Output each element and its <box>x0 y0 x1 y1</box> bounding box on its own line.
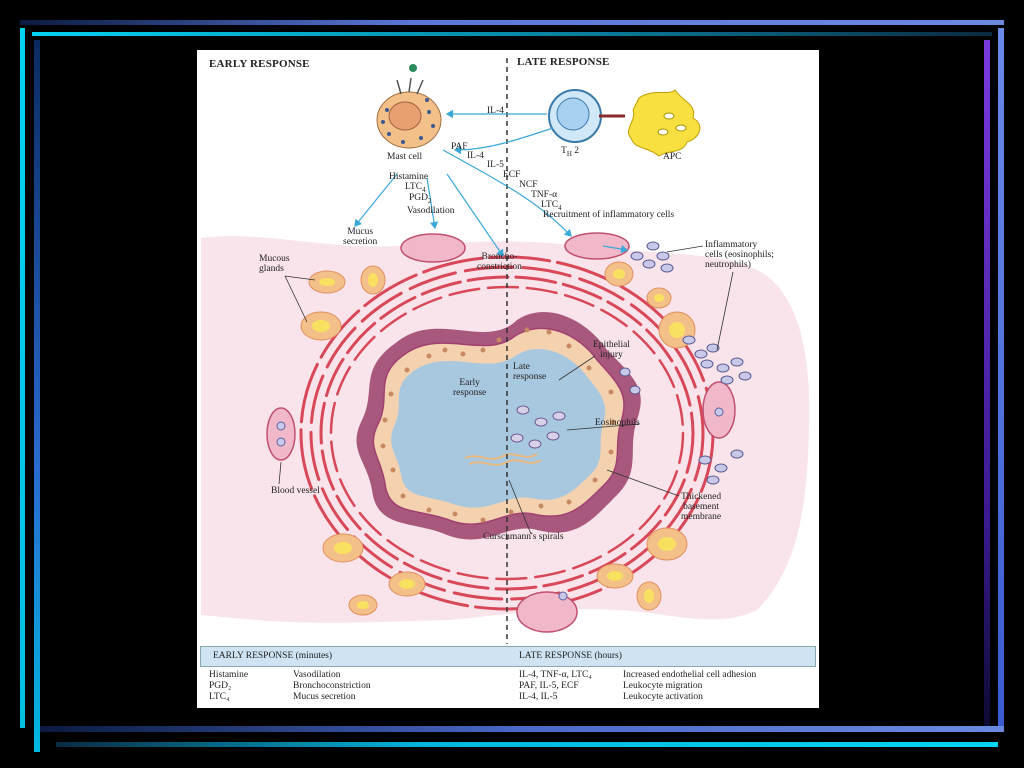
ecf-label: ECF <box>503 170 521 180</box>
vasodilation-label: Vasodilation <box>407 206 455 216</box>
table-late-mediator: IL-4, IL-5 <box>519 692 558 702</box>
frame-bottom-cyan <box>56 742 998 747</box>
diagram-artwork <box>201 58 810 644</box>
il4-label: IL-4 <box>467 151 484 161</box>
table-early-mediator: Histamine <box>209 670 249 680</box>
recruitment-label: Recruitment of inflammatory cells <box>543 210 675 220</box>
late-response-header: LATE RESPONSE <box>517 56 610 68</box>
frame-top-cyan <box>32 32 992 36</box>
airway-lumen <box>391 349 606 508</box>
table-early-effect: Bronchoconstriction <box>293 681 371 691</box>
mast-cell <box>376 64 442 149</box>
table-early-mediator: PGD₂ <box>209 681 232 691</box>
inflammatory-cells <box>619 241 752 485</box>
mast-cell-label: Mast cell <box>387 152 423 162</box>
frame-left-blue <box>34 40 40 752</box>
th2-label: TH 2 <box>561 146 579 158</box>
table-late-effect: Increased endothelial cell adhesion <box>623 670 757 680</box>
apc-label: APC <box>663 152 682 162</box>
paf-label: PAF <box>451 142 468 152</box>
early-response-header: EARLY RESPONSE <box>209 58 310 70</box>
frame-right-purple <box>984 40 990 730</box>
ltc4-label: LTC4 <box>405 182 426 194</box>
ltc4-right-label: LTC4 <box>541 200 562 212</box>
eosinophils-label: Eosinophils <box>595 418 640 428</box>
ncf-label: NCF <box>519 180 538 190</box>
apc-cell <box>628 89 701 157</box>
table-late-effect: Leukocyte activation <box>623 692 703 702</box>
bronchoconstriction-label: Broncho-constriction <box>477 252 522 272</box>
table-early-effect: Vasodilation <box>293 670 341 680</box>
pointer-lines <box>278 245 734 535</box>
apc-vesicles <box>657 112 687 136</box>
il4-top-label: IL-4 <box>487 106 504 116</box>
tnf-label: TNF-α <box>531 190 558 200</box>
th2-cell <box>548 89 625 143</box>
frame-bottom-blue <box>40 726 1004 732</box>
arrows <box>354 109 629 257</box>
histamine-label: Histamine <box>389 172 429 182</box>
table-header-band: EARLY RESPONSE (minutes) LATE RESPONSE (… <box>200 646 816 667</box>
table-early-mediator: LTC₄ <box>209 692 230 702</box>
table-early-header: EARLY RESPONSE (minutes) <box>213 651 333 661</box>
eosinophils-cluster <box>510 405 566 449</box>
table-late-effect: Leukocyte migration <box>623 681 703 691</box>
table-early-effect: Mucus secretion <box>293 692 356 702</box>
asthma-response-diagram: EARLY RESPONSE LATE RESPONSE Mast cell T… <box>197 50 819 708</box>
il5-label: IL-5 <box>487 160 504 170</box>
table-late-mediator: IL-4, TNF-α, LTC₄ <box>519 670 592 680</box>
frame-top-blue <box>20 20 1004 25</box>
table-late-header: LATE RESPONSE (hours) <box>519 651 622 661</box>
frame-left-cyan <box>20 28 25 728</box>
blood-vessels <box>266 232 736 633</box>
mucous-glands <box>300 261 696 616</box>
curschmann-label: Curschmann's spirals <box>483 532 564 542</box>
blood-cells <box>276 407 724 601</box>
blood-vessel-label: Blood vessel <box>271 486 320 496</box>
pgd2-label: PGD2 <box>409 193 432 205</box>
table-late-mediator: PAF, IL-5, ECF <box>519 681 579 691</box>
epithelial-cells <box>380 327 616 523</box>
curschmann-spirals <box>464 453 542 466</box>
frame-right-blue <box>998 28 1004 728</box>
